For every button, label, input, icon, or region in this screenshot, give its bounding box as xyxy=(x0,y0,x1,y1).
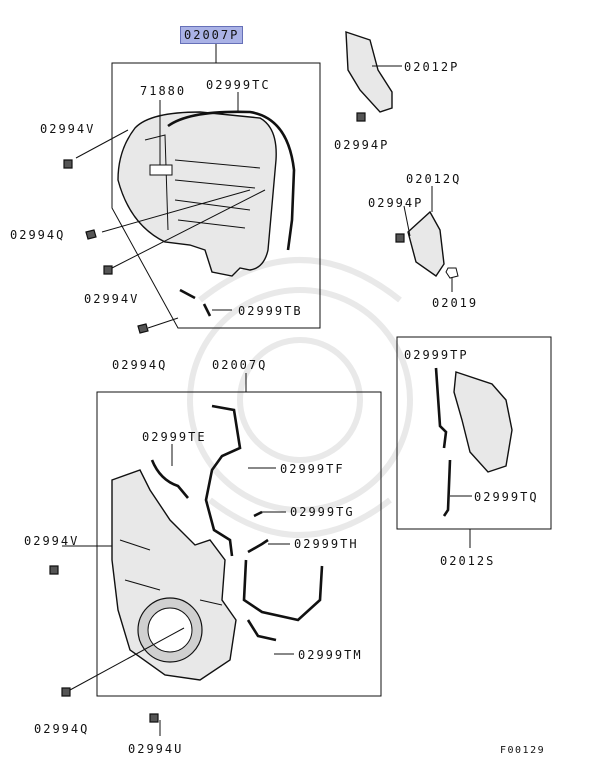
label-02994Q-mid[interactable]: 02994Q xyxy=(112,358,168,372)
gaskets-lower xyxy=(150,404,324,642)
label-02007Q[interactable]: 02007Q xyxy=(212,358,268,372)
gasket-02999TC xyxy=(167,110,296,251)
label-02999TE[interactable]: 02999TE xyxy=(142,430,207,444)
label-71880[interactable]: 71880 xyxy=(140,84,187,98)
leader-02994V-mid xyxy=(111,189,266,269)
bracket-02012Q xyxy=(395,186,459,292)
label-02994U[interactable]: 02994U xyxy=(128,742,184,756)
label-02994P-top[interactable]: 02994P xyxy=(334,138,390,152)
bolts-lower xyxy=(49,565,159,723)
figure-code: F00129 xyxy=(500,745,546,756)
label-02019[interactable]: 02019 xyxy=(432,296,479,310)
label-02012Q[interactable]: 02012Q xyxy=(406,172,462,186)
label-02994P-mid[interactable]: 02994P xyxy=(368,196,424,210)
label-02999TB[interactable]: 02999TB xyxy=(238,304,303,318)
leader-02994Q-mid xyxy=(147,317,179,329)
label-02999TP[interactable]: 02999TP xyxy=(404,348,469,362)
label-02999TF[interactable]: 02999TF xyxy=(280,462,345,476)
label-02007P[interactable]: 02007P xyxy=(180,26,244,44)
upper-timing-cover xyxy=(117,111,277,277)
bracket-02012P xyxy=(345,31,402,122)
group-box-02007P xyxy=(111,62,321,329)
leader-02994V-top xyxy=(75,129,129,159)
label-02999TG[interactable]: 02999TG xyxy=(290,505,355,519)
lower-timing-cover xyxy=(111,469,237,681)
label-02999TH[interactable]: 02999TH xyxy=(294,537,359,551)
label-02999TC[interactable]: 02999TC xyxy=(206,78,271,92)
leader-02994Q-top xyxy=(101,189,251,233)
label-02994Q-top[interactable]: 02994Q xyxy=(10,228,66,242)
leader-02994Q-low xyxy=(69,627,185,691)
label-02012P[interactable]: 02012P xyxy=(404,60,460,74)
label-02012S[interactable]: 02012S xyxy=(440,554,496,568)
label-02994V-mid[interactable]: 02994V xyxy=(84,292,140,306)
cover-02012S xyxy=(434,367,513,517)
gasket-02999TB xyxy=(179,288,212,317)
group-box-02007Q xyxy=(96,391,382,697)
group-box-02012S xyxy=(396,336,552,530)
label-02994V-low[interactable]: 02994V xyxy=(24,534,80,548)
label-02999TQ[interactable]: 02999TQ xyxy=(474,490,539,504)
bolts-top xyxy=(63,159,149,334)
label-02994Q-low[interactable]: 02994Q xyxy=(34,722,90,736)
label-02999TM[interactable]: 02999TM xyxy=(298,648,363,662)
watermark xyxy=(187,257,413,538)
label-02994V-top[interactable]: 02994V xyxy=(40,122,96,136)
